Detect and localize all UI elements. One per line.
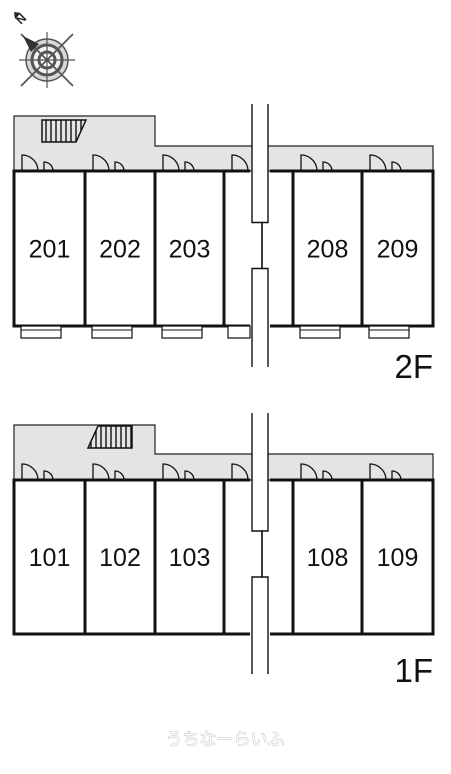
door-icon [369, 154, 403, 173]
door-icon [21, 154, 55, 173]
unit-108: 108 [291, 463, 364, 636]
unit-203: 203 [153, 154, 226, 339]
partial-unit [222, 463, 293, 636]
room-number: 101 [29, 544, 71, 572]
door-icon [300, 154, 334, 173]
balcony [20, 325, 62, 339]
break-line [251, 413, 269, 674]
unit-wall [291, 478, 364, 636]
stairs-icon [41, 119, 88, 143]
floor-2f: 201 202 203 208 209 2F [12, 104, 435, 385]
door-icon [21, 463, 55, 482]
partial-unit [222, 154, 293, 339]
floors: 201 202 203 208 209 2F 101 102 103 108 109 1F [12, 104, 435, 689]
door-icon [92, 463, 126, 482]
break-line [251, 104, 269, 367]
unit-209: 209 [360, 154, 435, 339]
balcony [299, 325, 341, 339]
door-icon [300, 463, 334, 482]
stairs-icon [86, 425, 133, 449]
floor-label: 2F [394, 348, 433, 385]
north-arrow-icon [14, 12, 21, 19]
room-number: 108 [307, 544, 349, 572]
unit-102: 102 [83, 463, 157, 636]
balcony [161, 325, 203, 339]
door-icon [162, 463, 196, 482]
door-icon [369, 463, 403, 482]
door-icon [231, 463, 249, 481]
room-number: 109 [377, 544, 419, 572]
unit-201: 201 [12, 154, 87, 339]
unit-103: 103 [153, 463, 226, 636]
unit-wall [360, 169, 435, 328]
floor-1f: 101 102 103 108 109 1F [12, 413, 435, 689]
unit-101: 101 [12, 463, 87, 636]
balcony [91, 325, 133, 339]
compass-rose-icon [19, 32, 75, 88]
watermark: うちなーらいふ [166, 730, 285, 750]
unit-202: 202 [83, 154, 157, 339]
room-number: 103 [169, 544, 211, 572]
door-icon [162, 154, 196, 173]
room-number: 208 [307, 236, 349, 264]
unit-109: 109 [360, 463, 435, 636]
compass: N [13, 11, 75, 88]
room-number: 203 [169, 236, 211, 264]
room-number: 201 [29, 236, 71, 264]
door-icon [231, 154, 249, 172]
room-number: 209 [377, 236, 419, 264]
room-number: 202 [99, 236, 141, 264]
unit-wall [12, 169, 87, 328]
floor-label: 1F [394, 652, 433, 689]
balcony [368, 325, 410, 339]
unit-208: 208 [291, 154, 364, 339]
room-number: 102 [99, 544, 141, 572]
unit-wall [153, 169, 226, 328]
door-icon [92, 154, 126, 173]
